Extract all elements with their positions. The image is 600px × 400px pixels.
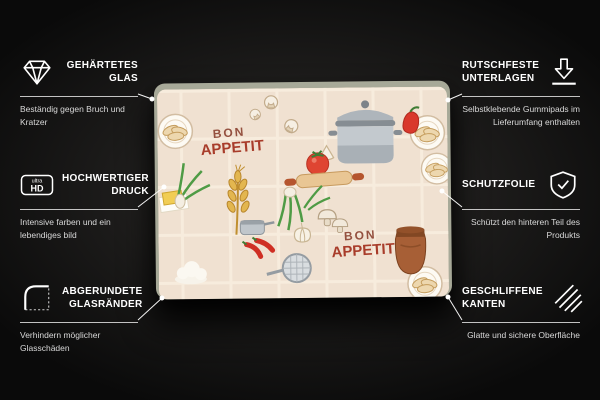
ultra-hd-icon: ultra HD [20, 168, 54, 202]
feature-callout-non-slip-pads: RUTSCHFESTE UNTERLAGEN Selbstklebende Gu… [462, 54, 580, 129]
feature-callout-rounded-edges: ABGERUNDETE GLASRÄNDER Verhindern möglic… [20, 280, 142, 355]
board-text-appetit: APPETIT [331, 240, 395, 261]
tomato-illustration [306, 150, 330, 176]
feature-title: GESCHLIFFENE KANTEN [462, 285, 543, 311]
dumpling-plate-illustration [420, 152, 450, 185]
feature-description: Intensive farben und ein lebendiges bild [20, 217, 111, 241]
bon-appetit-text-top: BON APPETIT [200, 124, 265, 159]
mushroom-slice-illustration [263, 95, 279, 110]
connector-line [447, 296, 463, 321]
connector-line [447, 93, 463, 101]
divider [20, 322, 138, 323]
spring-onion-illustration [277, 186, 304, 231]
feature-title: ABGERUNDETE GLASRÄNDER [62, 285, 143, 311]
connector-dot [445, 294, 451, 300]
callout-header: ultra HD HOCHWERTIGER DRUCK [20, 167, 149, 203]
feature-description: Selbstklebende Gummipads im Lieferumfang… [462, 104, 580, 128]
dumpling-plate-illustration [157, 113, 194, 150]
saucepan-illustration [239, 219, 275, 236]
feature-callout-tempered-glass: GEHÄRTETES GLAS Beständig gegen Bruch un… [20, 54, 138, 129]
callout-header: GEHÄRTETES GLAS [20, 54, 138, 90]
ultra-hd-icon-text-bottom: HD [31, 184, 44, 194]
feature-title: SCHUTZFOLIE [462, 179, 536, 191]
rounded-corner-icon [20, 281, 54, 315]
glass-cutting-board: BON APPETIT [156, 86, 450, 300]
callout-header: ABGERUNDETE GLASRÄNDER [20, 280, 142, 316]
board-design: BON APPETIT [156, 86, 450, 300]
garlic-illustration [293, 222, 312, 243]
board-text-appetit: APPETIT [200, 137, 265, 159]
feature-description: Glatte und sichere Oberfläche [467, 330, 580, 340]
chili-peppers-illustration [241, 236, 276, 259]
divider [462, 209, 580, 210]
feature-description: Beständig gegen Bruch und Kratzer [20, 104, 125, 128]
polished-edges-icon [551, 281, 585, 315]
non-slip-pads-icon [547, 55, 581, 89]
green-onion-sprigs [303, 185, 331, 211]
feature-description: Verhindern möglicher Glasschäden [20, 330, 101, 354]
shield-icon [546, 168, 580, 202]
feature-callout-protective-film: SCHUTZFOLIE Schützt den hinteren Teil de… [462, 167, 580, 242]
flour-illustration [174, 261, 207, 285]
feature-description: Schützt den hinteren Teil des Produkts [471, 217, 580, 241]
callout-header: GESCHLIFFENE KANTEN [462, 280, 583, 316]
clay-jug-illustration [394, 226, 427, 275]
board-text-bon: BON [343, 227, 376, 243]
rolling-pin-illustration [284, 170, 365, 189]
red-pepper-illustration [402, 106, 420, 134]
stock-pot-illustration [328, 100, 403, 164]
feature-callout-print-quality: ultra HD HOCHWERTIGER DRUCK Intensive fa… [20, 167, 149, 242]
divider [20, 96, 138, 97]
diamond-icon [20, 55, 54, 89]
bon-appetit-text-bottom: BON APPETIT [331, 227, 395, 261]
connector-line [137, 93, 153, 100]
sieve-illustration [266, 253, 312, 284]
callout-header: SCHUTZFOLIE [462, 167, 580, 203]
ultra-hd-icon-text-top: ultra [32, 179, 44, 185]
feature-title: GEHÄRTETES GLAS [66, 59, 138, 85]
callout-header: RUTSCHFESTE UNTERLAGEN [462, 54, 580, 90]
divider [20, 209, 138, 210]
divider [462, 322, 580, 323]
spring-onion-illustration [174, 163, 211, 209]
divider [462, 96, 580, 97]
feature-title: RUTSCHFESTE UNTERLAGEN [462, 59, 540, 85]
feature-title: HOCHWERTIGER DRUCK [62, 172, 149, 198]
board-text-bon: BON [212, 124, 246, 141]
wheat-illustration [226, 164, 250, 235]
feature-callout-polished-edges: GESCHLIFFENE KANTEN Glatte und sichere O… [462, 280, 583, 342]
mushrooms-illustration [317, 209, 349, 233]
